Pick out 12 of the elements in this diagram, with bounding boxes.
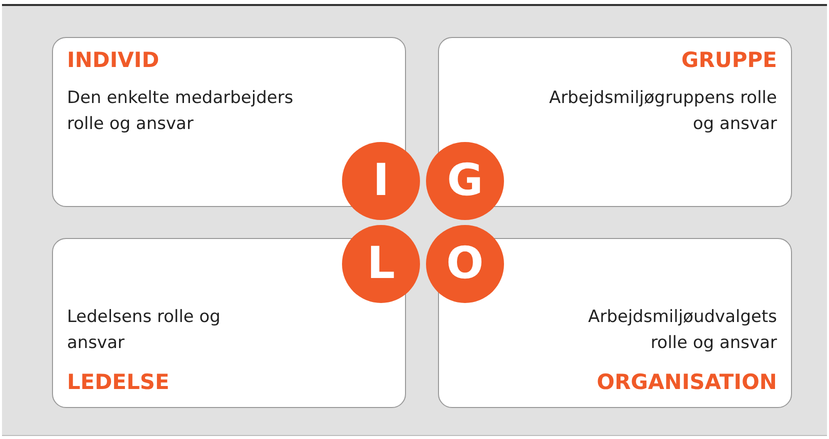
role-card: [52, 238, 406, 408]
card-text: Ledelsens rolle og ansvar: [67, 306, 222, 355]
role-card: [438, 238, 792, 408]
card-heading: LEDELSE: [67, 372, 170, 393]
role-card: [52, 37, 406, 207]
card-heading: ORGANISATION: [596, 372, 777, 393]
role-card: [438, 37, 792, 207]
card-text: Den enkelte medarbejders rolle og ansvar: [67, 87, 294, 136]
card-heading: INDIVID: [67, 50, 160, 71]
card-text: Arbejdsmiljøgruppens rolle og ansvar: [548, 87, 777, 136]
card-text: Arbejdsmiljøudvalgets rolle og ansvar: [587, 306, 777, 355]
card-heading: GRUPPE: [681, 50, 777, 71]
